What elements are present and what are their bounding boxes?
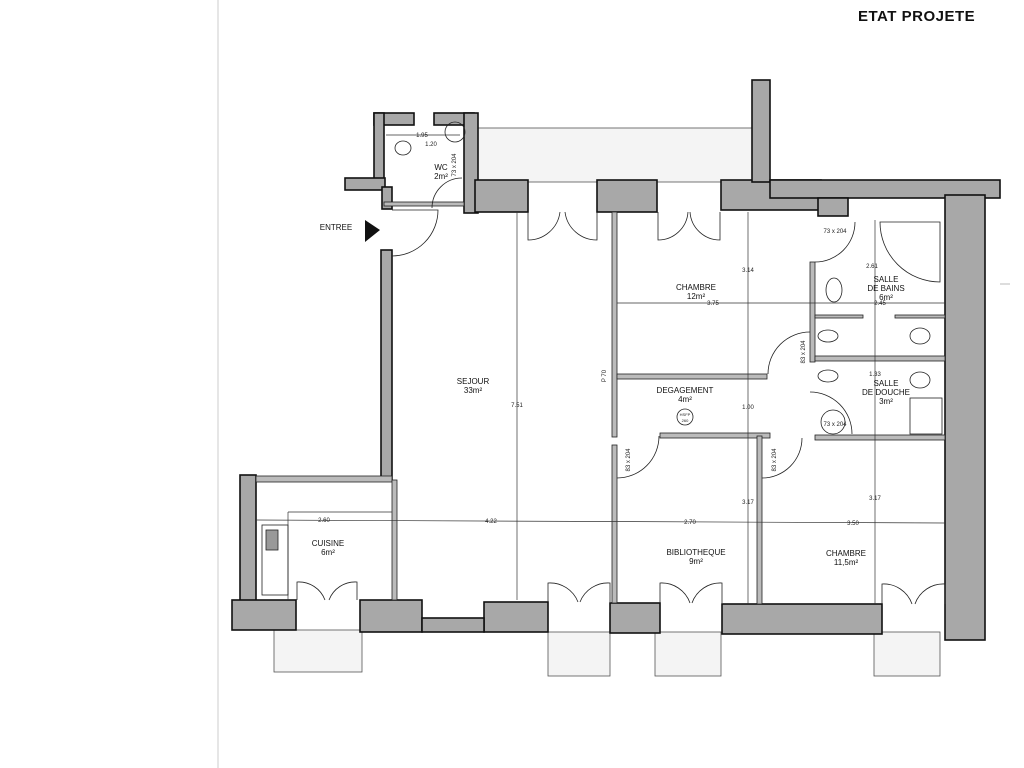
room-name-bibliotheque: BIBLIOTHEQUE — [666, 548, 725, 557]
bathtub-icon — [879, 221, 941, 283]
balcony-biblio — [654, 631, 722, 677]
room-name-salle-bains-1: SALLE — [874, 275, 899, 284]
dimension-labels: 1.95 1.20 73 x 204 7.51 3.14 3.75 2.61 2… — [318, 133, 886, 527]
svg-text:1.00: 1.00 — [742, 405, 754, 411]
toilet-icon — [909, 371, 931, 389]
svg-text:2.61: 2.61 — [866, 264, 878, 270]
svg-text:73 x 204: 73 x 204 — [823, 422, 847, 428]
svg-text:2.45: 2.45 — [874, 301, 886, 307]
sink-icon — [825, 277, 843, 303]
room-area-sejour: 33m² — [464, 386, 483, 395]
room-name-degagement: DEGAGEMENT — [657, 386, 714, 395]
washbasin-icon — [820, 409, 846, 435]
room-name-chambre: CHAMBRE — [676, 283, 716, 292]
room-area-cuisine: 6m² — [321, 548, 335, 557]
hsfp-marker-icon — [676, 408, 694, 426]
shower-tray-icon — [909, 397, 943, 435]
balcony-cuisine — [273, 629, 363, 673]
room-name-chambre-2: CHAMBRE — [826, 549, 866, 558]
room-area-chambre-2: 11,5m² — [834, 558, 859, 567]
svg-text:1.33: 1.33 — [869, 372, 881, 378]
room-name-salle-bains-2: DE BAINS — [867, 284, 904, 293]
interior-partitions — [255, 201, 946, 605]
room-name-salle-douche-1: SALLE — [874, 379, 899, 388]
room-area-chambre: 12m² — [687, 292, 706, 301]
balcony-sejour — [547, 631, 611, 677]
svg-text:2.70: 2.70 — [684, 520, 696, 526]
svg-text:260: 260 — [682, 418, 689, 423]
room-area-bibliotheque: 9m² — [689, 557, 703, 566]
balcony-chambre — [873, 631, 941, 677]
fixtures — [261, 121, 943, 596]
svg-text:HSFP: HSFP — [680, 412, 691, 417]
exterior-walls — [231, 79, 1001, 641]
room-area-degagement: 4m² — [678, 395, 692, 404]
stove-icon — [265, 529, 279, 551]
washbasin-icon — [444, 121, 466, 143]
toilet-icon — [909, 327, 931, 345]
svg-text:3.14: 3.14 — [742, 268, 754, 274]
svg-text:83 x 204: 83 x 204 — [772, 448, 778, 472]
room-area-salle-bains: 6m² — [879, 293, 893, 302]
room-area-wc: 2m² — [434, 172, 448, 181]
room-name-salle-douche-2: DE DOUCHE — [862, 388, 910, 397]
svg-text:3.17: 3.17 — [742, 500, 754, 506]
room-area-salle-douche: 3m² — [879, 397, 893, 406]
room-name-wc: WC — [434, 163, 448, 172]
room-name-cuisine: CUISINE — [312, 539, 344, 548]
toilet-icon — [394, 140, 412, 156]
dimension-lines — [255, 134, 946, 604]
svg-text:3.17: 3.17 — [869, 496, 881, 502]
entry-label: ENTREE — [320, 223, 352, 232]
balcony-top — [474, 127, 753, 183]
entry-arrow-icon — [365, 220, 380, 242]
svg-text:2.60: 2.60 — [318, 518, 330, 524]
kitchen-counter-icon — [261, 524, 289, 596]
svg-text:73 x 204: 73 x 204 — [823, 229, 847, 235]
svg-text:4.22: 4.22 — [485, 519, 497, 525]
bidet-icon — [817, 369, 839, 383]
svg-text:1.95: 1.95 — [416, 133, 428, 139]
svg-text:83 x 204: 83 x 204 — [626, 448, 632, 472]
svg-text:3.50: 3.50 — [847, 521, 859, 527]
bidet-icon — [817, 329, 839, 343]
svg-text:7.51: 7.51 — [511, 403, 523, 409]
svg-text:73 x 204: 73 x 204 — [452, 153, 458, 177]
svg-text:3.75: 3.75 — [707, 301, 719, 307]
svg-text:P 70: P 70 — [602, 369, 608, 382]
svg-text:83 x 204: 83 x 204 — [801, 340, 807, 364]
room-name-sejour: SEJOUR — [457, 377, 490, 386]
doors[interactable] — [296, 177, 946, 605]
svg-text:1.20: 1.20 — [425, 142, 437, 148]
plan-title: ETAT PROJETE — [858, 8, 976, 25]
